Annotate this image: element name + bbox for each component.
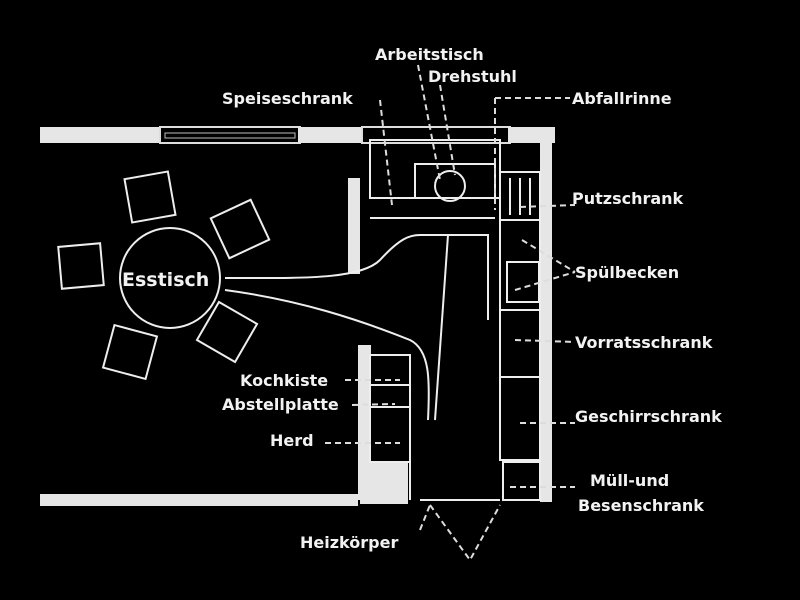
label-muell: Müll-und xyxy=(590,471,669,490)
window-left-glass xyxy=(164,132,296,139)
label-putzschrank: Putzschrank xyxy=(572,189,684,208)
counter-line xyxy=(434,234,449,421)
walls xyxy=(40,126,555,506)
chair xyxy=(209,198,271,260)
label-spuelbecken: Spülbecken xyxy=(575,263,679,282)
leader xyxy=(429,504,501,562)
label-heizkoerper: Heizkörper xyxy=(300,533,398,552)
label-herd: Herd xyxy=(270,431,314,450)
chair xyxy=(101,323,159,381)
bottom-wall xyxy=(40,494,358,506)
label-speiseschrank: Speiseschrank xyxy=(222,89,353,108)
chair xyxy=(123,170,177,224)
bottom-wall-block xyxy=(360,462,408,504)
partition-upper xyxy=(348,178,360,274)
chair xyxy=(195,300,259,364)
label-esstisch: Esstisch xyxy=(122,269,209,291)
leader xyxy=(419,504,431,531)
label-abfallrinne: Abfallrinne xyxy=(572,89,672,108)
label-abstellplatte: Abstellplatte xyxy=(222,395,339,414)
label-besenschrank: Besenschrank xyxy=(578,496,704,515)
leader xyxy=(514,339,576,343)
top-wall-left xyxy=(40,127,162,143)
labels: Arbeitstisch Drehstuhl Speiseschrank Abf… xyxy=(122,45,722,552)
label-geschirrschrank: Geschirrschrank xyxy=(575,407,722,426)
muellschrank-shape xyxy=(502,461,541,501)
leader xyxy=(351,403,396,406)
leader-lines xyxy=(325,64,576,562)
leader xyxy=(514,271,576,291)
label-vorratsschrank: Vorratsschrank xyxy=(575,333,713,352)
window-left xyxy=(159,126,301,144)
sink-basin xyxy=(506,261,540,303)
vorratsschrank-shape xyxy=(499,309,541,461)
herd-shape xyxy=(369,354,411,463)
leader xyxy=(379,99,393,206)
partition-lower xyxy=(358,345,371,500)
chair xyxy=(57,242,105,290)
top-wall-mid xyxy=(298,127,362,143)
label-kochkiste: Kochkiste xyxy=(240,371,328,390)
esstisch-shape xyxy=(119,227,221,329)
counter-curve xyxy=(224,234,489,320)
label-arbeitstisch: Arbeitstisch xyxy=(375,45,484,64)
leader xyxy=(521,239,576,273)
leader xyxy=(439,84,456,176)
furniture xyxy=(57,139,541,501)
top-wall-right xyxy=(508,127,555,143)
leader xyxy=(519,204,576,208)
label-drehstuhl: Drehstuhl xyxy=(428,67,517,86)
right-wall xyxy=(540,140,552,502)
door-curve xyxy=(224,289,430,421)
drehstuhl-shape xyxy=(434,170,466,202)
